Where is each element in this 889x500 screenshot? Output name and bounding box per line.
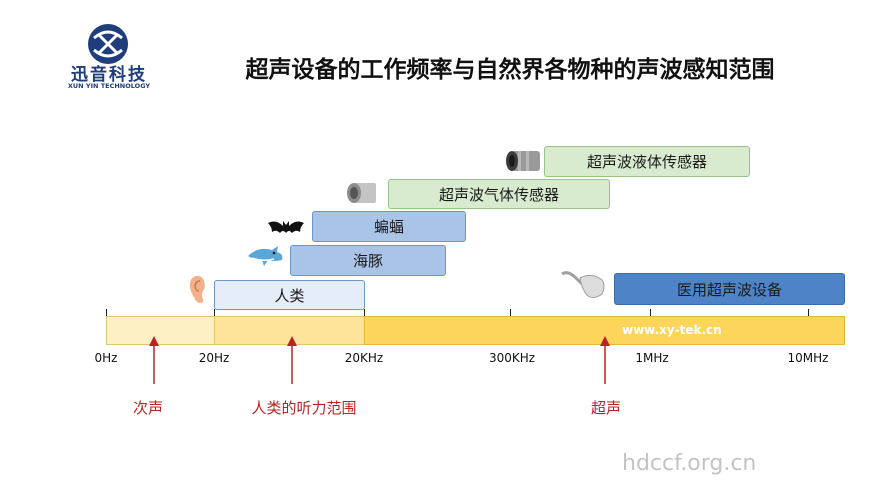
- logo-name: 迅音科技: [71, 65, 147, 85]
- watermark: hdccf.org.cn: [622, 451, 757, 476]
- arrow-up-icon: [287, 336, 297, 384]
- sensor-can-icon: [347, 183, 376, 203]
- bat-icon: [268, 221, 304, 233]
- band-gas-sensor: 超声波气体传感器: [388, 179, 610, 209]
- axis-tick-label: 20Hz: [198, 351, 230, 365]
- ultrasound-probe-icon: [561, 271, 605, 299]
- logo-icon: [88, 24, 128, 64]
- axis-tick: [650, 309, 651, 316]
- dolphin-icon: [248, 246, 283, 266]
- axis-tick: [510, 309, 511, 316]
- axis-tick: [214, 309, 215, 316]
- logo-subtitle: XUN YIN TECHNOLOGY: [67, 82, 151, 90]
- annotation-ultrasound: 超声: [590, 399, 622, 417]
- band-dolphin: 海豚: [290, 245, 446, 276]
- band-human: 人类: [214, 280, 365, 310]
- axis-tick: [808, 309, 809, 316]
- arrow-up-icon: [149, 336, 159, 384]
- band-liquid-sensor: 超声波液体传感器: [544, 146, 750, 177]
- arrow-up-icon: [600, 336, 610, 384]
- axis-tick-label: 0Hz: [94, 351, 118, 365]
- band-medical: 医用超声波设备: [614, 273, 845, 305]
- band-bat: 蝙蝠: [312, 211, 466, 242]
- sensor-cylinder-icon: [506, 151, 540, 171]
- axis-tick: [106, 309, 107, 316]
- axis-tick: [364, 309, 365, 316]
- axis-tick-label: 1MHz: [635, 351, 669, 365]
- ear-icon: [189, 275, 205, 303]
- axis-tick-label: 300KHz: [488, 351, 536, 365]
- site-url: www.xy-tek.cn: [622, 323, 722, 337]
- page-title: 超声设备的工作频率与自然界各物种的声波感知范围: [245, 57, 775, 83]
- axis-tick-label: 10MHz: [787, 351, 829, 365]
- annotation-human-range: 人类的听力范围: [251, 399, 357, 417]
- annotation-infrasound: 次声: [132, 399, 164, 417]
- axis-tick-label: 20KHz: [344, 351, 384, 365]
